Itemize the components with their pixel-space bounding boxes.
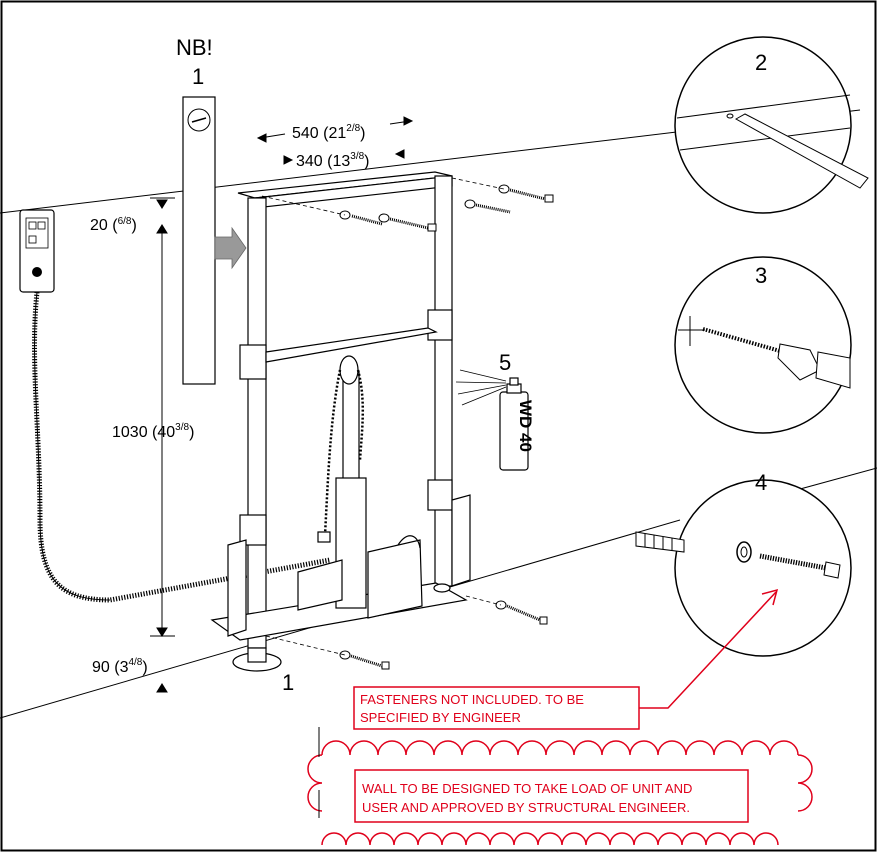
nb-label: NB! — [176, 35, 213, 60]
dimension-lines — [150, 116, 414, 693]
wall-line-2: USER AND APPROVED BY STRUCTURAL ENGINEER… — [362, 800, 690, 815]
fasteners-line-1: FASTENERS NOT INCLUDED. TO BE — [360, 692, 584, 707]
dim-height: 1030 (40 — [112, 424, 175, 441]
dim-height-close: ) — [189, 424, 194, 441]
dim-width-outer-close: ) — [360, 125, 365, 142]
svg-text:20 (6/8): 20 (6/8) — [90, 216, 137, 234]
spray-can — [455, 369, 529, 471]
svg-text:340 (133/8): 340 (133/8) — [296, 151, 370, 170]
dim-bottom-offset-frac: 4/8 — [128, 657, 142, 668]
svg-text:90 (34/8): 90 (34/8) — [92, 657, 148, 676]
dim-width-inner-close: ) — [364, 153, 369, 170]
dim-bottom-offset-close: ) — [142, 659, 147, 676]
dim-width-inner-frac: 3/8 — [350, 151, 364, 162]
dim-bottom-offset: 90 (3 — [92, 659, 129, 676]
revision-cloud — [307, 740, 813, 846]
dim-height-frac: 3/8 — [175, 422, 189, 433]
dim-top-offset-frac: 6/8 — [118, 216, 132, 227]
nb-column — [182, 96, 247, 385]
detail-circle-4 — [674, 479, 852, 657]
detail-circle-3 — [674, 256, 852, 434]
actuator-assembly — [297, 355, 423, 619]
wall-line-1: WALL TO BE DESIGNED TO TAKE LOAD OF UNIT… — [362, 781, 692, 796]
step-1-top: 1 — [192, 64, 204, 89]
step-4: 4 — [755, 470, 767, 495]
hand-controller — [19, 209, 55, 293]
fasteners-note: FASTENERS NOT INCLUDED. TO BE SPECIFIED … — [353, 686, 640, 730]
wall-plug — [635, 531, 685, 553]
dim-top-offset: 20 ( — [90, 217, 118, 234]
step-3: 3 — [755, 263, 767, 288]
step-1-bottom: 1 — [282, 670, 294, 695]
spray-label: WD 40 — [516, 400, 535, 452]
dim-top-offset-close: ) — [131, 217, 136, 234]
dim-width-outer-frac: 2/8 — [346, 123, 360, 134]
leader-arrow — [639, 588, 779, 709]
wall-note: WALL TO BE DESIGNED TO TAKE LOAD OF UNIT… — [354, 769, 749, 823]
svg-text:1030 (403/8): 1030 (403/8) — [112, 422, 194, 441]
lift-frame — [210, 171, 471, 672]
dim-width-inner: 340 (13 — [296, 153, 350, 170]
svg-text:540 (212/8): 540 (212/8) — [292, 123, 366, 142]
step-2: 2 — [755, 50, 767, 75]
step-5: 5 — [499, 350, 511, 375]
detail-circle-2 — [674, 36, 869, 214]
fasteners-line-2: SPECIFIED BY ENGINEER — [360, 710, 521, 725]
dim-width-outer: 540 (21 — [292, 125, 346, 142]
